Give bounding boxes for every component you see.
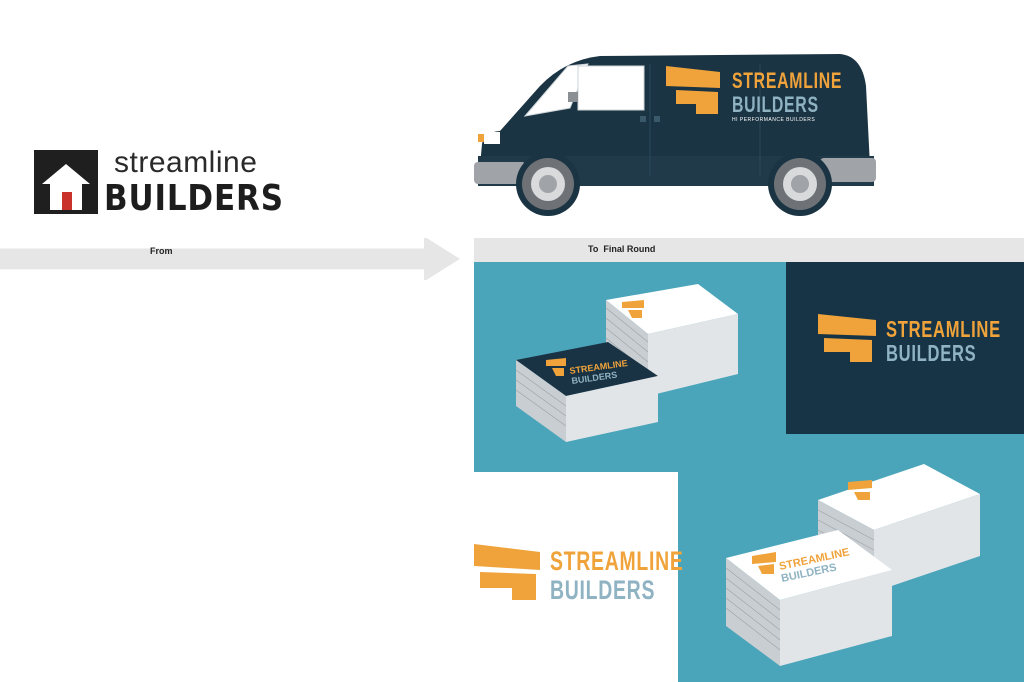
from-label: From	[150, 246, 173, 256]
van-tagline: HI PERFORMANCE BUILDERS	[732, 117, 816, 123]
old-logo-word-builders: BUILDERS	[104, 178, 284, 219]
van-illustration	[474, 54, 876, 216]
navy-brand-line1: STREAMLINE	[886, 316, 1001, 342]
light-brand-line1: STREAMLINE	[550, 546, 684, 576]
streamline-mark-icon-light	[474, 544, 540, 600]
to-bar	[474, 238, 1024, 262]
old-logo-word-streamline: streamline	[114, 146, 258, 179]
business-card-mockup-2: STREAMLINE BUILDERS	[678, 434, 1024, 682]
streamline-mark-icon	[818, 314, 876, 362]
light-brand-line2: BUILDERS	[550, 575, 656, 605]
arrow-shape	[0, 238, 460, 280]
old-logo: streamline BUILDERS	[18, 130, 283, 230]
to-label: To Final Round	[588, 244, 656, 254]
white-card-stack-front: STREAMLINE BUILDERS	[725, 530, 892, 666]
navy-brand-line2: BUILDERS	[886, 340, 977, 366]
logo-on-navy: STREAMLINE BUILDERS	[786, 262, 1024, 440]
house-icon	[34, 150, 98, 214]
van-brand-line1: STREAMLINE	[732, 68, 843, 93]
van-brand-line2: BUILDERS	[732, 92, 819, 117]
navy-card-stack: STREAMLINE BUILDERS	[515, 342, 658, 442]
